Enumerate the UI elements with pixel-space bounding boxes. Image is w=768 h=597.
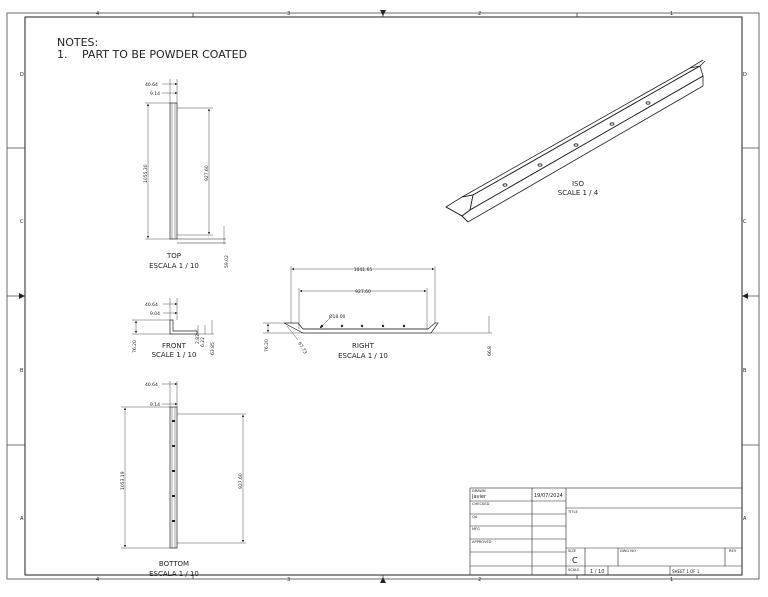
mounting-hole — [320, 324, 324, 328]
dim-right-length: 1041.65 — [354, 267, 373, 273]
outer-border — [6, 12, 760, 580]
zone-col-label: 2 — [478, 11, 481, 17]
dim-bottom-length: 1053.19 — [120, 471, 126, 490]
mounting-hole — [381, 324, 385, 328]
dim-right-depth: 66.8 — [487, 346, 493, 356]
tb-size-value: C — [572, 556, 578, 565]
tb-rev-label: REV — [729, 549, 737, 553]
zone-col-label: 4 — [96, 577, 99, 583]
tb-scale-label: SCALE — [568, 568, 580, 572]
dim-top-flange-a: 40.64 — [145, 82, 158, 88]
iso-bottom-flange — [461, 75, 704, 223]
right-view — [263, 266, 492, 341]
dim-top-length: 1055.30 — [143, 164, 149, 183]
dim-top-hole-span: 927.60 — [204, 165, 210, 181]
tb-drawn-date: 19/07/2024 — [534, 493, 563, 499]
tb-qa-label: QA — [472, 515, 478, 519]
zone-row-label: B — [743, 368, 747, 374]
dim-front-height: 76.20 — [132, 340, 138, 353]
tb-sheet: SHEET 1 OF 1 — [672, 569, 700, 574]
notes-heading: NOTES: — [57, 36, 98, 49]
center-mark-bottom-icon — [380, 577, 386, 583]
mounting-hole — [360, 324, 364, 328]
right-view-title: RIGHT — [352, 342, 375, 350]
note-text: PART TO BE POWDER COATED — [82, 48, 247, 61]
zone-col-label: 2 — [478, 577, 481, 583]
dim-bottom-flange-b: 9.14 — [150, 402, 160, 408]
zone-ticks — [7, 13, 759, 579]
dim-right-hole-span: 927.60 — [355, 289, 371, 295]
dim-front-flange-b: 9.04 — [150, 311, 160, 317]
dim-right-angle: 67.73 — [296, 341, 308, 355]
zone-row-label: D — [20, 72, 24, 78]
tb-approved-label: APPROVED — [472, 540, 492, 544]
dim-right-hole-dia: Ø18.00 — [329, 313, 346, 320]
zone-row-label: C — [20, 219, 24, 225]
bottom-view-title: BOTTOM — [159, 560, 189, 568]
bottom-view-profile — [169, 406, 178, 549]
dim-bottom-flange-a: 40.64 — [145, 382, 158, 388]
bottom-view-scale: ESCALA 1 / 10 — [149, 570, 199, 578]
iso-view — [445, 59, 706, 223]
tb-drawn-name: Javier — [471, 494, 487, 500]
zone-col-label: 1 — [670, 577, 673, 583]
zone-row-label: D — [743, 72, 747, 78]
zone-col-label: 3 — [287, 577, 290, 583]
iso-view-title: ISO — [572, 180, 585, 188]
zone-row-label: A — [20, 516, 24, 522]
zone-col-label: 1 — [670, 11, 673, 17]
title-block — [469, 487, 743, 576]
right-view-holes — [320, 324, 406, 328]
iso-top-flange — [461, 65, 701, 198]
inner-border — [24, 16, 743, 576]
center-mark-right-icon — [742, 293, 748, 299]
center-mark-left-icon — [19, 293, 25, 299]
dim-bottom-hole-span: 927.60 — [238, 473, 244, 489]
tb-mfg-label: MFG — [472, 527, 480, 531]
mounting-hole — [340, 324, 344, 328]
iso-view-scale: SCALE 1 / 4 — [558, 189, 599, 197]
dim-right-height: 76.20 — [264, 339, 270, 352]
dim-top-end-offset: 59.02 — [224, 255, 230, 268]
zone-row-label: A — [743, 516, 747, 522]
tb-title-label: TITLE — [567, 510, 578, 514]
front-view-title: FRONT — [162, 342, 187, 350]
mounting-hole — [402, 324, 406, 328]
dim-front-thk: 2.82 — [195, 334, 201, 344]
note-number: 1. — [57, 48, 68, 61]
center-mark-top-icon — [380, 10, 386, 16]
front-view — [132, 298, 214, 335]
dim-front-lip: 6.22 — [200, 337, 206, 347]
dim-front-flange-a: 40.64 — [145, 302, 158, 308]
zone-row-label: B — [20, 368, 24, 374]
front-view-scale: SCALE 1 / 10 — [152, 351, 197, 359]
tb-dwg-no-label: DWG NO — [620, 549, 636, 553]
tb-size-label: SIZE — [568, 549, 577, 553]
tb-checked-label: CHECKED — [472, 502, 490, 506]
right-view-profile — [283, 322, 439, 334]
top-view-scale: ESCALA 1 / 10 — [149, 262, 199, 270]
top-view — [145, 79, 226, 244]
top-view-profile — [169, 102, 178, 240]
right-view-scale: ESCALA 1 / 10 — [338, 352, 388, 360]
top-view-title: TOP — [166, 252, 181, 260]
dim-front-width: 63.85 — [210, 342, 216, 355]
zone-col-label: 4 — [96, 11, 99, 17]
tb-scale-value: 1 / 10 — [590, 569, 604, 575]
bottom-view — [121, 381, 246, 549]
tb-drawn-label: DRAWN — [472, 489, 486, 493]
bottom-view-holes — [172, 420, 175, 522]
zone-col-label: 3 — [287, 11, 290, 17]
front-view-profile — [169, 319, 198, 335]
dim-top-flange-b: 9.14 — [150, 91, 160, 97]
zone-row-label: C — [743, 219, 747, 225]
